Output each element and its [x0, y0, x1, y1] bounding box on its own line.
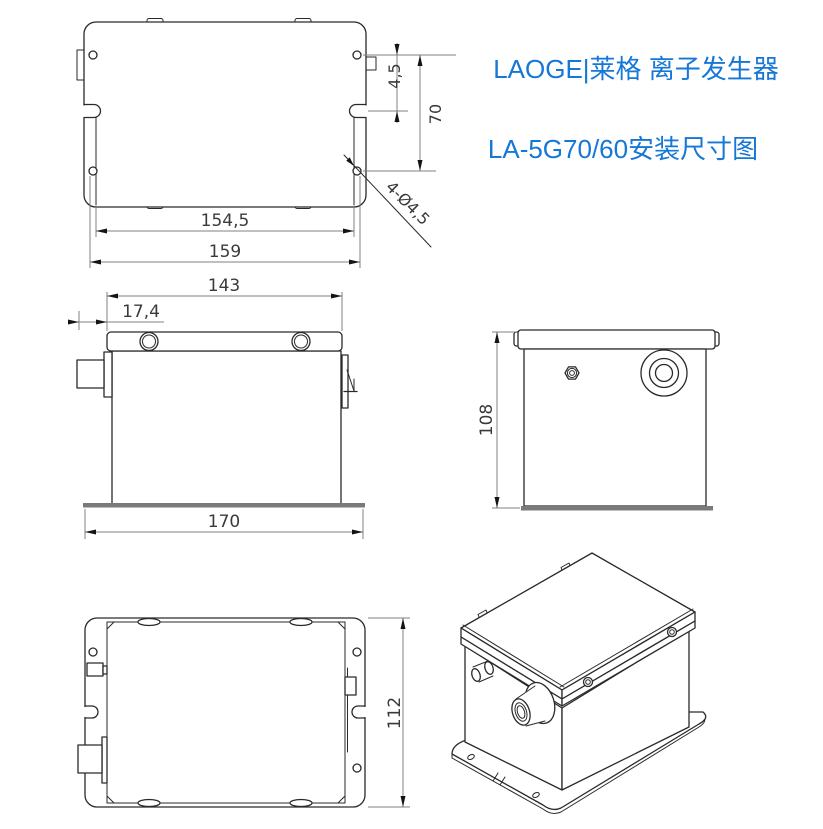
outlet-barrel-end: [511, 698, 531, 726]
dim-label-159: 159: [209, 242, 241, 262]
top-view-right-tab: [365, 56, 377, 71]
front-view-connector: [76, 359, 105, 389]
mounting-hole: [352, 647, 362, 657]
outlet-barrel-edge: [515, 685, 536, 700]
outlet-barrel-edge: [525, 720, 546, 727]
flange-hole: [467, 754, 475, 760]
bottom-view-small-connector: [86, 662, 104, 677]
stub-tip: [471, 668, 481, 682]
edge-slot: [289, 617, 313, 627]
mounting-hole: [352, 50, 362, 60]
corner-tick: [337, 795, 346, 804]
bottom-view-small-connector-cap: [102, 665, 108, 675]
bottom-view-large-connector: [77, 744, 103, 774]
bottom-view-connector-plate: [101, 736, 108, 784]
front-view-base-plate: [83, 503, 365, 508]
flange-hole: [532, 792, 540, 798]
edge-slot: [289, 798, 313, 808]
corner-tick: [106, 795, 115, 804]
title-brand: LAOGE|莱格 离子发生器: [493, 54, 779, 84]
dim-label-112: 112: [385, 697, 405, 729]
dim-label-4-5: 4,5: [385, 63, 404, 88]
stub-base: [484, 661, 494, 675]
bottom-view-left-notch: [84, 705, 99, 719]
front-view-switch: [341, 354, 349, 409]
isometric-view: [451, 552, 707, 814]
mounting-hole: [88, 50, 98, 60]
switch-lever: [346, 369, 355, 392]
front-view-body: [111, 350, 342, 506]
corner-tick: [337, 621, 346, 630]
side-view-base-plate: [521, 506, 713, 511]
outlet-fitting-bore: [654, 363, 674, 383]
rim-screw-inner: [585, 679, 591, 685]
top-view-left-notch: [83, 103, 102, 119]
bottom-view-right-notch: [351, 705, 366, 719]
title-model: LA-5G70/60安装尺寸图: [488, 134, 758, 164]
dim-label-154-5: 154,5: [201, 211, 250, 231]
notch-cover: [364, 105, 367, 118]
rim-screw-inner: [669, 629, 675, 635]
cap-grommet-inner: [142, 334, 156, 349]
dim-label-70: 70: [426, 104, 445, 124]
leader-line: [343, 154, 432, 248]
bottom-view-body: [106, 621, 346, 804]
lid-edge-nub: [477, 609, 488, 618]
outlet-bore-inner: [516, 705, 526, 719]
dim-label-143: 143: [208, 276, 240, 296]
flange-notch: [492, 772, 506, 786]
top-view-right-notch: [348, 103, 367, 119]
front-view-connector-plate: [103, 351, 113, 398]
front-view: 143 17,4 170: [68, 276, 365, 539]
hex-nut-circle: [566, 367, 578, 379]
top-view-flange: [83, 21, 367, 208]
outlet-bore: [514, 702, 528, 722]
lid-edge-line: [559, 608, 694, 688]
front-view-cap: [106, 331, 343, 352]
dim-label-170: 170: [208, 512, 240, 532]
cap-grommet-inner: [294, 334, 308, 349]
edge-slot: [137, 798, 161, 808]
edge-slot: [137, 617, 161, 627]
dim-label-17-4: 17,4: [122, 302, 160, 322]
corner-tick: [106, 621, 115, 630]
dim-label-108: 108: [477, 404, 497, 436]
lid-edge-line: [462, 624, 565, 688]
bottom-view-flange: [84, 617, 366, 808]
stub-edge: [478, 675, 494, 683]
bottom-view: 112: [77, 617, 410, 808]
bottom-view-right-detail: [344, 676, 357, 696]
rim-screw: [666, 626, 678, 638]
mounting-hole: [352, 763, 362, 773]
title-block: LAOGE|莱格 离子发生器 LA-5G70/60安装尺寸图: [488, 54, 779, 164]
mounting-hole: [88, 647, 98, 657]
mounting-hole: [352, 166, 362, 176]
lid-rim-right: [561, 620, 696, 707]
mounting-hole: [88, 166, 98, 176]
top-view: 154,5 159 4,5 70 4-Ø4,5: [76, 18, 456, 268]
side-view-cap: [517, 329, 716, 350]
rim-screw: [582, 676, 594, 688]
lid-edge-nub: [560, 562, 571, 571]
notch-cover: [83, 105, 86, 118]
hex-nut-bore: [569, 370, 575, 376]
side-view: 108: [477, 329, 720, 511]
